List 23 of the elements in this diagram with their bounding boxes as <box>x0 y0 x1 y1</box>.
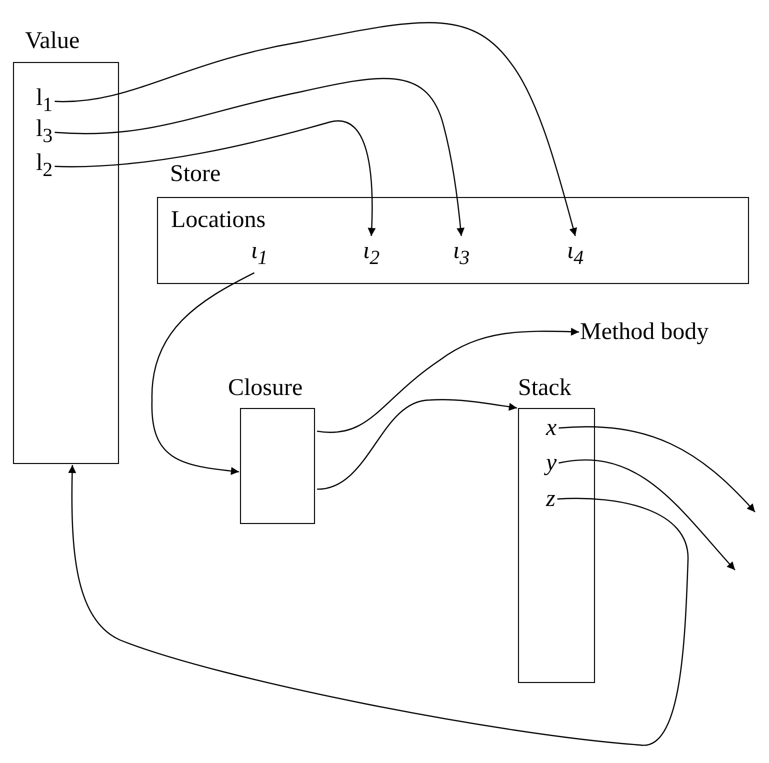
arrow <box>54 78 465 236</box>
arrow <box>316 399 518 490</box>
field-label: l$_{2}$ <box>36 149 53 184</box>
arrow <box>558 460 736 570</box>
arrow <box>54 22 578 236</box>
variable-name: z <box>546 485 556 513</box>
location-label: ι$_{2}$ <box>363 237 380 272</box>
arrow <box>151 272 255 475</box>
target-label: Method body <box>580 318 709 346</box>
box-title: Stack <box>518 374 572 402</box>
box-title: Closure <box>228 374 303 402</box>
arrow <box>558 426 756 512</box>
section-heading: Locations <box>171 206 266 234</box>
arrow <box>54 120 376 236</box>
location-label: ι$_{1}$ <box>251 237 268 272</box>
arrow <box>68 464 689 746</box>
location-label: ι$_{3}$ <box>453 237 470 272</box>
location-label: ι$_{4}$ <box>567 237 584 272</box>
variable-name: y <box>546 449 557 477</box>
variable-name: x <box>546 414 557 442</box>
box-title: Value <box>25 27 80 55</box>
arrow <box>316 328 580 433</box>
box-title: Store <box>170 160 221 188</box>
